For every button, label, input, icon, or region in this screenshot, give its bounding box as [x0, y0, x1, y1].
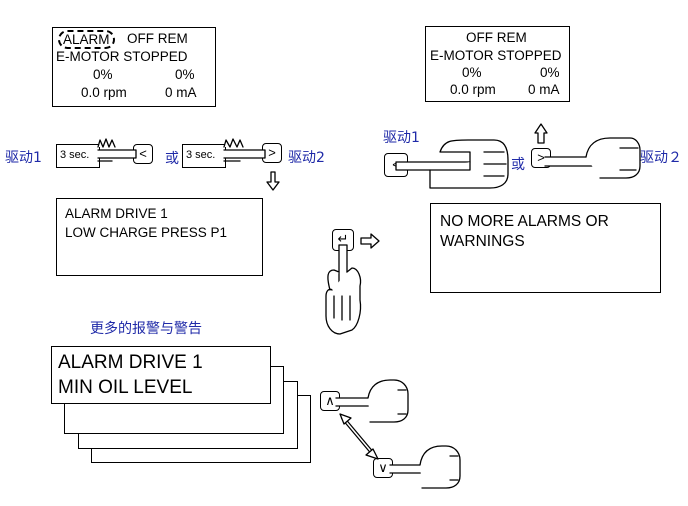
stack-display-front: ALARM DRIVE 1 MIN OIL LEVEL — [51, 346, 271, 404]
no-more-alarms-display: NO MORE ALARMS OR WARNINGS — [430, 203, 661, 293]
pointing-hand-icon — [97, 138, 137, 162]
or-label-left: 或 — [165, 151, 179, 167]
drive2-label-right: 驱动２ — [640, 150, 682, 166]
pointing-hand-icon — [223, 138, 266, 162]
lcd-status-display-left: ALARM OFF REM E-MOTOR STOPPED 0% 0% 0.0 … — [52, 27, 216, 107]
stack-alarm-message: MIN OIL LEVEL — [58, 377, 193, 398]
no-more-line2: WARNINGS — [440, 233, 525, 250]
arrow-up-icon — [534, 123, 548, 144]
arrow-right-icon — [360, 233, 380, 249]
status-text: OFF REM — [466, 30, 527, 45]
speed-readout: 0.0 rpm — [81, 85, 127, 100]
stack-alarm-title: ALARM DRIVE 1 — [58, 352, 203, 373]
current-readout: 0 mA — [528, 82, 560, 97]
hold-duration-label: 3 sec. — [186, 149, 216, 161]
alarm-title: ALARM DRIVE 1 — [65, 206, 168, 221]
pointing-hand-icon — [395, 139, 509, 189]
drive1-label-left: 驱动1 — [5, 150, 42, 166]
percent-left: 0% — [93, 67, 113, 82]
lcd-status-display-right: OFF REM E-MOTOR STOPPED 0% 0% 0.0 rpm 0 … — [425, 26, 570, 102]
arrow-down-icon — [266, 171, 280, 191]
pointing-hand-icon — [389, 445, 461, 489]
more-alarms-label: 更多的报警与警告 — [90, 321, 202, 337]
pointing-hand-icon — [335, 379, 409, 423]
alarm-display: ALARM DRIVE 1 LOW CHARGE PRESS P1 — [56, 198, 263, 276]
or-label-right: 或 — [511, 157, 525, 173]
current-readout: 0 mA — [165, 85, 197, 100]
percent-right: 0% — [540, 65, 560, 80]
drive1-label-right: 驱动1 — [383, 130, 420, 146]
alarm-indicator: ALARM — [58, 30, 115, 49]
status-text: OFF REM — [127, 31, 188, 46]
no-more-line1: NO MORE ALARMS OR — [440, 213, 609, 230]
speed-readout: 0.0 rpm — [450, 82, 496, 97]
double-arrow-icon — [339, 413, 379, 460]
percent-right: 0% — [175, 67, 195, 82]
pointing-hand-icon — [325, 244, 362, 335]
pointing-hand-icon — [544, 137, 641, 179]
percent-left: 0% — [462, 65, 482, 80]
hold-right-key-box: 3 sec. — [182, 144, 226, 168]
hold-left-key-box: 3 sec. — [56, 144, 100, 168]
drive2-label-left: 驱动2 — [288, 150, 325, 166]
hold-duration-label: 3 sec. — [60, 149, 90, 161]
right-arrow-key[interactable]: > — [262, 143, 282, 163]
motor-status: E-MOTOR STOPPED — [430, 48, 562, 63]
motor-status: E-MOTOR STOPPED — [56, 49, 188, 64]
alarm-message: LOW CHARGE PRESS P1 — [65, 225, 228, 240]
